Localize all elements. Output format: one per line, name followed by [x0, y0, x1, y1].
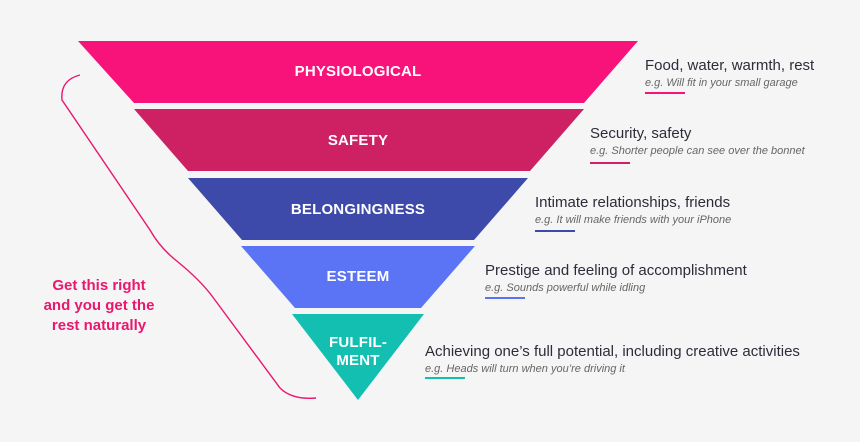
- level-fulfilment-label-line2: MENT: [336, 352, 380, 369]
- desc-belongingness-example: e.g. It will make friends with your iPho…: [535, 214, 732, 226]
- callout-line3: rest naturally: [51, 317, 147, 334]
- desc-fulfilment-example: e.g. Heads will turn when you’re driving…: [425, 363, 625, 375]
- level-belongingness-shape: [188, 178, 528, 240]
- desc-belongingness: Intimate relationships, friends e.g. It …: [535, 194, 731, 226]
- desc-belongingness-title: Intimate relationships, friends: [535, 194, 731, 211]
- desc-esteem-title: Prestige and feeling of accomplishment: [485, 262, 747, 279]
- level-esteem-shape: [241, 246, 475, 308]
- level-esteem-label: ESTEEM: [326, 268, 390, 285]
- level-physiological-label: PHYSIOLOGICAL: [294, 63, 422, 80]
- callout-bracket: [61, 74, 317, 399]
- callout-line2: and you get the: [43, 297, 155, 314]
- desc-esteem-example: e.g. Sounds powerful while idling: [485, 282, 646, 294]
- level-physiological-shape: [78, 41, 638, 103]
- desc-physiological-title: Food, water, warmth, rest: [645, 57, 815, 74]
- callout-line1: Get this right: [52, 277, 146, 294]
- level-belongingness-label: BELONGINGNESS: [290, 201, 426, 218]
- desc-physiological: Food, water, warmth, rest e.g. Will fit …: [645, 57, 814, 89]
- level-fulfilment-label: FULFIL- MENT: [308, 334, 408, 370]
- desc-safety: Security, safety e.g. Shorter people can…: [590, 125, 805, 157]
- desc-safety-title: Security, safety: [590, 125, 692, 142]
- level-safety-label: SAFETY: [327, 132, 389, 149]
- level-fulfilment-shape: [292, 314, 424, 400]
- desc-fulfilment-title: Achieving one’s full potential, includin…: [425, 343, 800, 360]
- desc-physiological-example: e.g. Will fit in your small garage: [645, 77, 798, 89]
- desc-esteem: Prestige and feeling of accomplishment e…: [485, 262, 747, 294]
- callout-text: Get this right and you get the rest natu…: [20, 276, 178, 336]
- desc-safety-example: e.g. Shorter people can see over the bon…: [590, 145, 805, 157]
- desc-fulfilment: Achieving one’s full potential, includin…: [425, 343, 800, 375]
- level-safety-shape: [134, 109, 584, 171]
- level-fulfilment-label-line1: FULFIL-: [328, 334, 388, 351]
